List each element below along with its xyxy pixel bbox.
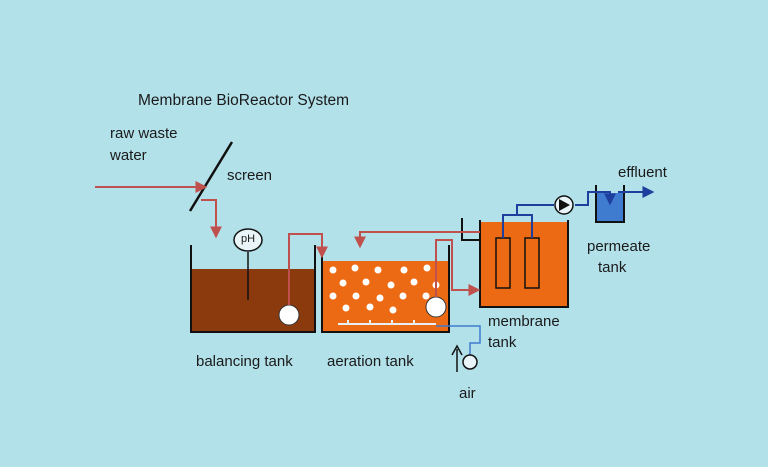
permeate-header [516, 204, 554, 215]
permeate-tank-label-line2: tank [598, 259, 627, 276]
air-diffuser [338, 320, 436, 325]
balancing-to-aeration-arrow [288, 233, 328, 305]
blower-icon [462, 354, 478, 370]
sludge-return-arrow [354, 231, 480, 249]
aeration-tank [321, 245, 450, 333]
screen-to-balancing-arrow [201, 199, 222, 239]
membrane-tank-label-line1: membrane [488, 313, 560, 330]
diagram-title: Membrane BioReactor System [138, 92, 350, 109]
aeration-tank-wall [321, 245, 450, 333]
permeate-flow-lines [502, 186, 655, 238]
air-bubbles [329, 264, 440, 314]
pump-icon [278, 304, 300, 326]
membrane-tank-label-line2: tank [488, 334, 517, 351]
pump-to-permeate-arrow [575, 191, 616, 206]
balancing-tank-wall [190, 245, 316, 333]
permeate-tank [595, 185, 625, 223]
screen-icon [188, 141, 234, 212]
balancing-tank [190, 228, 316, 333]
permeate-pump-triangle [559, 199, 570, 211]
permeate-tank-label-line1: permeate [587, 238, 651, 255]
membrane-left-outlet [502, 214, 517, 238]
ph-probe-icon [233, 228, 263, 252]
process-flow-lines [95, 181, 481, 305]
aeration-to-membrane-arrow [435, 239, 481, 297]
screen-label: screen [227, 167, 273, 184]
membrane-tank [461, 218, 569, 308]
membrane-tank-wall [479, 220, 569, 308]
ph-probe-label: pH [240, 233, 256, 245]
pump-icon [425, 296, 447, 318]
membrane-right-outlet [517, 214, 533, 238]
aeration-tank-label: aeration tank [327, 353, 414, 370]
membrane-tank-liquid [481, 222, 567, 306]
air-supply [436, 325, 481, 372]
balancing-tank-label: balancing tank [196, 353, 293, 370]
air-line [436, 325, 481, 356]
overflow-weir [461, 218, 480, 241]
raw-waste-water-label-line2: water [110, 147, 147, 164]
raw-waste-water-label-line1: raw waste [110, 125, 178, 142]
effluent-label: effluent [618, 164, 667, 181]
air-label: air [459, 385, 476, 402]
permeate-tank-wall [595, 185, 625, 223]
air-inlet-arrowhead [451, 344, 463, 356]
